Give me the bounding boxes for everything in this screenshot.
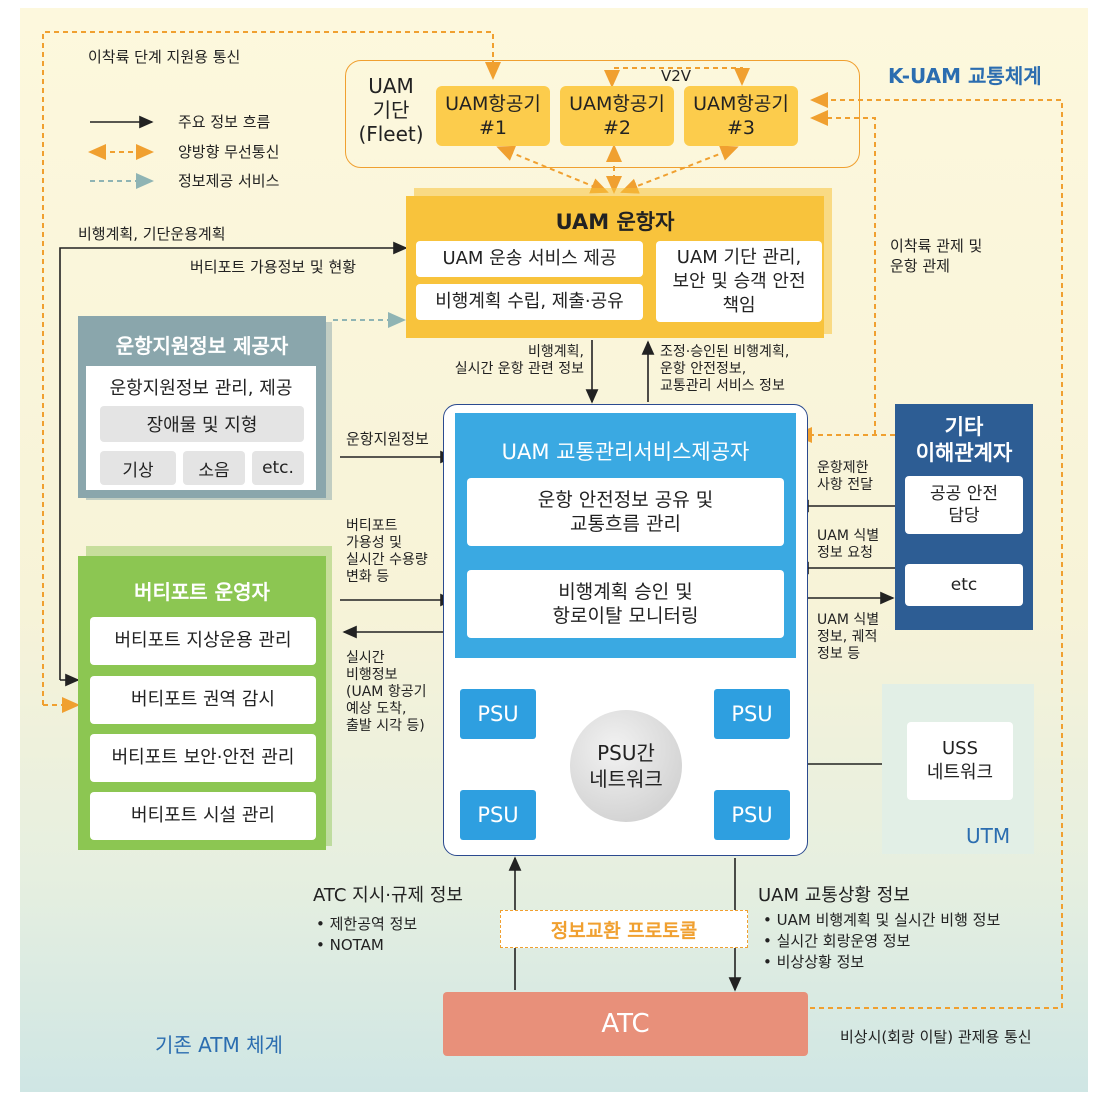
support-title: 운항지원정보 제공자: [115, 334, 289, 358]
traffic-status-title: UAM 교통상황 정보: [758, 885, 910, 906]
vertiport-title: 버티포트 운영자: [134, 580, 270, 604]
landing-comm-label: 이착륙 단계 지원용 통신: [88, 48, 241, 66]
info-exchange-protocol: 정보교환 프로토콜: [500, 910, 748, 948]
support-etc-box: etc.: [252, 451, 304, 485]
emergency-comm-label: 비상시(회랑 이탈) 관제용 통신: [840, 1028, 1032, 1046]
psu-top-right[interactable]: PSU: [714, 689, 790, 739]
atc-box[interactable]: ATC: [443, 992, 808, 1056]
traffic-status-item-2: • 실시간 회랑운영 정보: [763, 932, 911, 950]
operator-service-box: UAM 운송 서비스 제공: [416, 241, 643, 277]
legend-info-service: 정보제공 서비스: [178, 172, 280, 190]
psu-bottom-left[interactable]: PSU: [460, 790, 536, 840]
support-info-label: 운항지원정보: [346, 430, 429, 448]
atc-directive-title: ATC 지시·규제 정보: [313, 885, 463, 906]
weather-box: 기상: [100, 451, 176, 485]
legend-wireless: 양방향 무선통신: [178, 143, 280, 161]
vertiport-area-surveillance: 버티포트 권역 감시: [90, 676, 316, 724]
traffic-status-item-3: • 비상상황 정보: [763, 953, 865, 971]
kuam-system-title: K-UAM 교통체계: [888, 64, 1042, 88]
vertiport-facility: 버티포트 시설 관리: [90, 792, 316, 840]
stakeholder-etc-box: etc: [905, 564, 1023, 606]
flight-plan-rt-label: 비행계획,실시간 운항 관련 정보: [454, 344, 584, 377]
aircraft-1[interactable]: UAM항공기#1: [436, 86, 550, 146]
psu-bottom-right[interactable]: PSU: [714, 790, 790, 840]
vertiport-avail-label: 버티포트 가용정보 및 현황: [190, 258, 357, 276]
obstacle-terrain-box: 장애물 및 지형: [100, 406, 304, 442]
legend-main-flow: 주요 정보 흐름: [178, 113, 271, 131]
traffic-status-item-1: • UAM 비행계획 및 실시간 비행 정보: [763, 911, 1001, 929]
psu-top-left[interactable]: PSU: [460, 689, 536, 739]
aircraft-3[interactable]: UAM항공기#3: [684, 86, 798, 146]
atc-directive-item-restricted: • 제한공역 정보: [316, 915, 418, 933]
operator-title: UAM 운항자: [555, 210, 675, 234]
support-subtitle: 운항지원정보 관리, 제공: [109, 378, 293, 399]
fleet-group: [345, 60, 860, 168]
noise-box: 소음: [183, 451, 245, 485]
flight-plan-fleet-label: 비행계획, 기단운용계획: [78, 225, 226, 243]
v2v-label: V2V: [661, 67, 692, 85]
aircraft-2[interactable]: UAM항공기#2: [560, 86, 674, 146]
operator-plan-box: 비행계획 수립, 제출·공유: [416, 284, 643, 320]
atc-directive-item-notam: • NOTAM: [316, 936, 384, 954]
vertiport-security-safety: 버티포트 보안·안전 관리: [90, 734, 316, 782]
approved-plan-label: 조정·승인된 비행계획,운항 안전정보,교통관리 서비스 정보: [660, 344, 790, 394]
pssp-title: UAM 교통관리서비스제공자: [501, 440, 750, 464]
atm-system-title: 기존 ATM 체계: [155, 1033, 283, 1057]
vertiport-ground-ops: 버티포트 지상운용 관리: [90, 617, 316, 665]
utm-title: UTM: [966, 824, 1011, 848]
